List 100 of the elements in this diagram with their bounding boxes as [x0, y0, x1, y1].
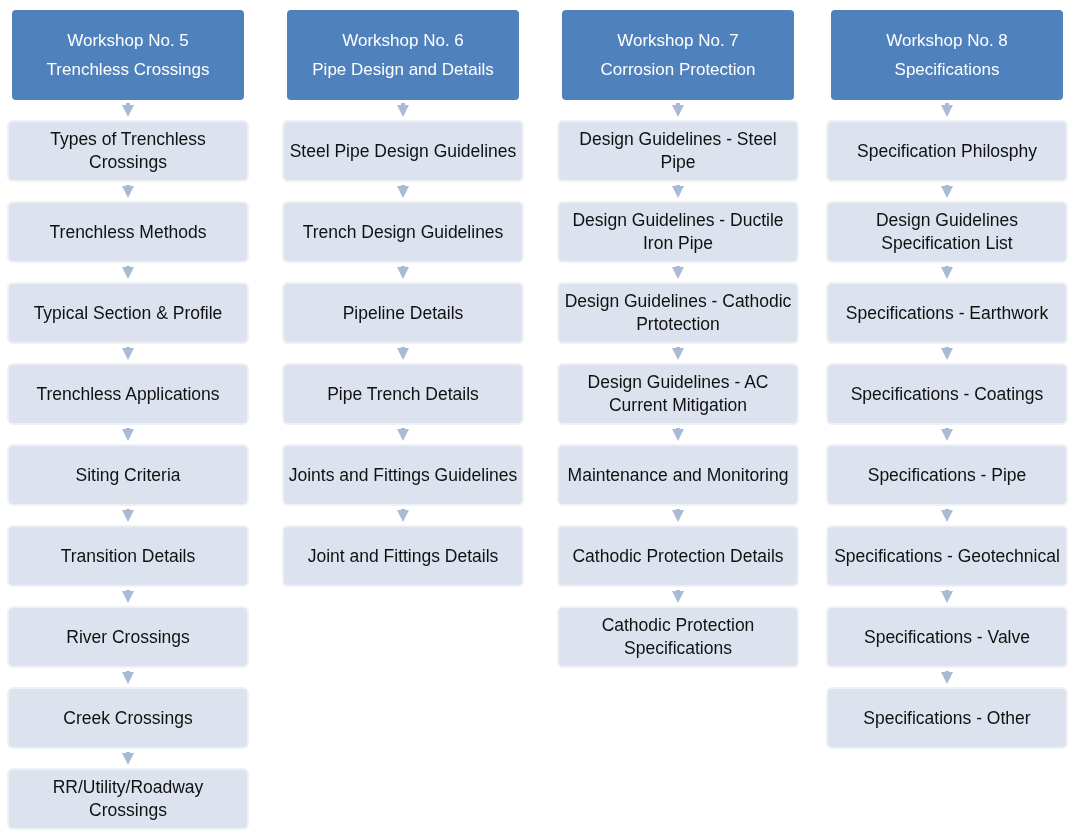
topic-box — [7, 768, 249, 830]
topic-label: Creek Crossings — [63, 706, 193, 730]
topic-box — [7, 525, 249, 587]
topic-box — [557, 525, 799, 587]
arrow — [941, 266, 953, 279]
topic-label: Pipe Trench Details — [327, 382, 479, 406]
header-subtitle: Specifications — [894, 59, 1000, 81]
topic-label: Specifications - Coatings — [850, 382, 1044, 406]
header-title: Workshop No. 6 — [342, 29, 464, 51]
topic-box — [557, 606, 799, 668]
topic-label: Design Guidelines - Steel Pipe — [578, 128, 778, 174]
topic-box — [826, 120, 1068, 182]
topic-box — [282, 282, 524, 344]
topic-label: RR/Utility/Roadway Crossings — [51, 776, 205, 822]
topic-label: Trenchless Methods — [49, 220, 207, 244]
arrow — [397, 103, 409, 117]
topic-box — [826, 525, 1068, 587]
topic-label: Joint and Fittings Details — [307, 544, 499, 568]
topic-label: Trenchless Applications — [36, 382, 220, 406]
topic-box — [7, 201, 249, 263]
topic-label: Trench Design Guidelines — [302, 220, 504, 244]
arrow — [941, 671, 953, 684]
header-title: Workshop No. 7 — [617, 29, 739, 51]
topic-label: Siting Criteria — [75, 463, 181, 487]
arrow — [941, 590, 953, 603]
topic-box — [557, 201, 799, 263]
arrow — [122, 266, 134, 279]
arrow — [397, 509, 409, 522]
arrow — [122, 752, 134, 765]
topic-box — [557, 282, 799, 344]
arrow — [122, 590, 134, 603]
topic-box — [282, 444, 524, 506]
topic-box — [826, 363, 1068, 425]
header-box — [287, 10, 519, 100]
header-subtitle: Trenchless Crossings — [46, 59, 210, 81]
arrow — [672, 590, 684, 603]
header-subtitle: Pipe Design and Details — [312, 59, 494, 81]
topic-box — [282, 120, 524, 182]
arrow — [122, 509, 134, 522]
arrow — [672, 509, 684, 522]
topic-box — [557, 120, 799, 182]
topic-label: Pipeline Details — [342, 301, 464, 325]
topic-label: Specification Philosphy — [857, 139, 1037, 163]
arrow — [672, 266, 684, 279]
arrow — [122, 347, 134, 360]
arrow — [122, 428, 134, 441]
arrow — [397, 266, 409, 279]
topic-label: Design Guidelines Specification List — [875, 209, 1019, 255]
arrow — [397, 428, 409, 441]
topic-label: Cathodic Protection Details — [572, 544, 784, 568]
arrow — [122, 103, 134, 117]
topic-box — [7, 363, 249, 425]
topic-box — [826, 606, 1068, 668]
arrow — [397, 347, 409, 360]
topic-label: Design Guidelines - AC Current Mitigation — [586, 371, 770, 417]
topic-box — [282, 525, 524, 587]
header-subtitle: Corrosion Protection — [600, 59, 756, 81]
arrow — [122, 671, 134, 684]
topic-label: Specifications - Pipe — [867, 463, 1027, 487]
topic-label: Design Guidelines - Ductile Iron Pipe — [571, 209, 785, 255]
topic-box — [557, 444, 799, 506]
topic-label: Specifications - Other — [863, 706, 1031, 730]
header-title: Workshop No. 8 — [886, 29, 1008, 51]
topic-box — [7, 444, 249, 506]
topic-label: Steel Pipe Design Guidelines — [289, 139, 517, 163]
topic-label: Specifications - Valve — [864, 625, 1030, 649]
topic-label: Specifications - Earthwork — [845, 301, 1049, 325]
arrow — [941, 509, 953, 522]
arrow — [397, 185, 409, 198]
topic-box — [557, 363, 799, 425]
topic-label: Cathodic Protection Specifications — [600, 614, 756, 660]
arrow — [122, 185, 134, 198]
topic-box — [826, 201, 1068, 263]
topic-label: River Crossings — [66, 625, 190, 649]
header-title: Workshop No. 5 — [67, 29, 189, 51]
topic-box — [7, 120, 249, 182]
arrow — [672, 185, 684, 198]
arrow — [672, 103, 684, 117]
arrow — [941, 103, 953, 117]
topic-box — [282, 201, 524, 263]
topic-label: Types of Trenchless Crossings — [49, 128, 207, 174]
arrow — [941, 428, 953, 441]
arrow — [672, 428, 684, 441]
arrow — [941, 185, 953, 198]
topic-box — [7, 606, 249, 668]
arrow — [941, 347, 953, 360]
header-box — [831, 10, 1063, 100]
topic-label: Joints and Fittings Guidelines — [288, 463, 518, 487]
topic-box — [826, 282, 1068, 344]
header-box — [562, 10, 794, 100]
topic-label: Specifications - Geotechnical — [834, 544, 1060, 568]
topic-label: Transition Details — [60, 544, 196, 568]
topic-box — [826, 444, 1068, 506]
topic-label: Design Guidelines - Cathodic Prtotection — [563, 290, 793, 336]
topic-box — [7, 282, 249, 344]
topic-box — [7, 687, 249, 749]
topic-box — [282, 363, 524, 425]
topic-label: Maintenance and Monitoring — [567, 463, 789, 487]
header-box — [12, 10, 244, 100]
arrow — [672, 347, 684, 360]
